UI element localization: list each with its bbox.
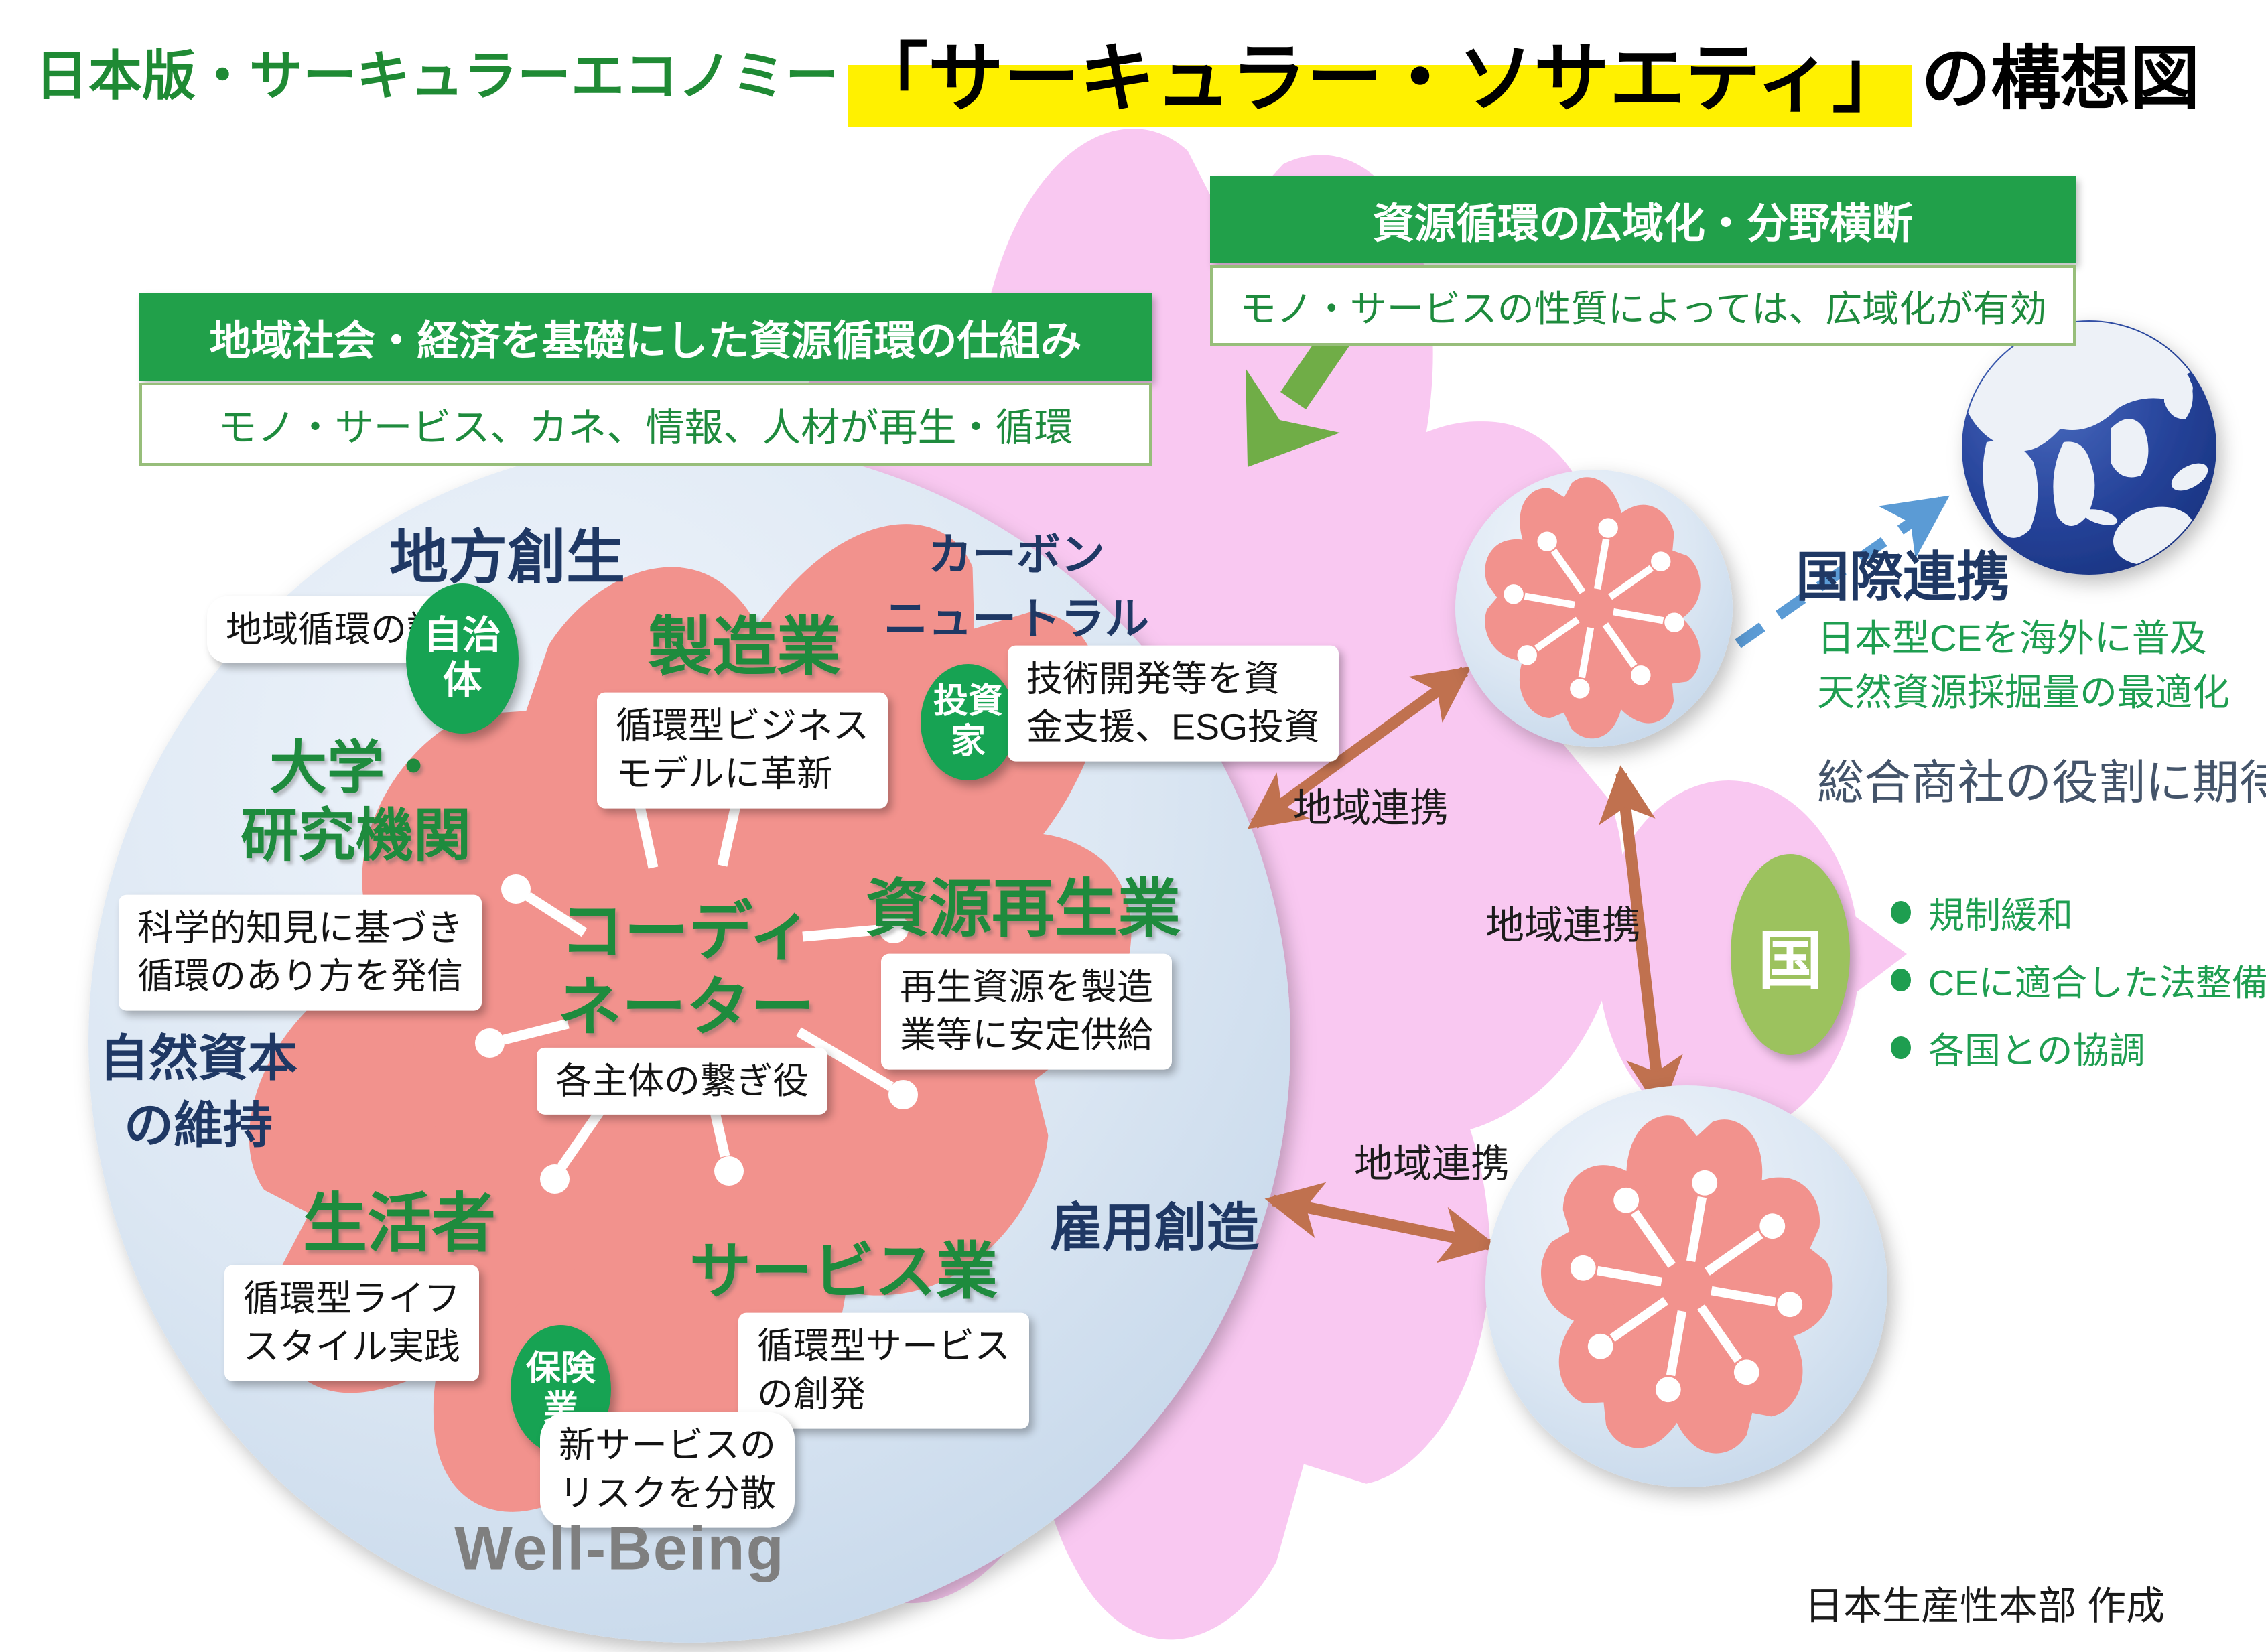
sakura-bottom (1518, 1107, 1855, 1481)
link-arrow-c (1264, 1182, 1498, 1263)
bullet-dot-icon (1891, 900, 1911, 924)
government-circle: 国 (1731, 854, 1850, 1055)
banner-wide-area: 資源循環の広域化・分野横断 モノ・サービスの性質によっては、広域化が有効 (1210, 176, 2076, 346)
note-recycler: 再生資源を製造 業等に安定供給 (881, 953, 1172, 1070)
outcome-well-being: Well-Being (454, 1514, 785, 1583)
note-service: 循環型サービス の創発 (738, 1312, 1029, 1429)
link-label-c: 地域連携 (1353, 1142, 1510, 1186)
page-title: 日本版・サーキュラーエコノミー 「サーキュラー・ソサエティ」 の構想図 (35, 15, 2200, 129)
bullet-dot-icon (1891, 968, 1911, 991)
actor-consumer: 生活者 (303, 1188, 496, 1260)
bullet-dot-icon (1891, 1036, 1911, 1059)
link-arrow-a (1247, 666, 1472, 829)
international-point-2: 天然資源採掘量の最適化 (1817, 671, 2230, 714)
note-university: 科学的知見に基づき 循環のあり方を発信 (119, 894, 482, 1011)
note-consumer: 循環型ライフ スタイル実践 (224, 1265, 479, 1381)
note-manufacturing: 循環型ビジネス モデルに革新 (597, 692, 888, 809)
globe-icon (1962, 320, 2216, 575)
international-expectation: 総合商社の役割に期待 (1817, 756, 2266, 809)
bullet-text: 各国との協調 (1928, 1031, 2145, 1071)
outcome-carbon-neutral: カーボン ニュートラル (884, 529, 1149, 643)
title-highlighted: 「サーキュラー・ソサエティ」 (848, 17, 1912, 127)
link-arrow-b (1599, 765, 1683, 1114)
actor-coordinator: コーディ ネーター (557, 896, 815, 1044)
credit-text: 日本生産性本部 作成 (1804, 1584, 2165, 1628)
banner-regional-cycle: 地域社会・経済を基礎にした資源循環の仕組み モノ・サービス、カネ、情報、人材が再… (139, 293, 1152, 466)
government-label: 国 (1758, 924, 1822, 997)
note-coordinator: 各主体の繋ぎ役 (537, 1047, 827, 1115)
actor-investor: 投資 家 (921, 664, 1016, 780)
international-points: 日本型CEを海外に普及 天然資源採掘量の最適化 (1817, 611, 2230, 719)
title-suffix: の構想図 (1921, 40, 2200, 118)
government-bullets: 規制緩和 CEに適合した法整備 各国との協調 (1891, 886, 2266, 1089)
banner-wide-area-header: 資源循環の広域化・分野横断 (1210, 176, 2076, 263)
international-title: 国際連携 (1796, 547, 2010, 607)
outcome-regional-dev: 地方創生 (389, 524, 626, 591)
main-sakura-flower (20, 341, 1339, 1652)
international-point-1: 日本型CEを海外に普及 (1817, 617, 2207, 659)
banner-regional-header: 地域社会・経済を基礎にした資源循環の仕組み (139, 293, 1152, 381)
bullet-text: 規制緩和 (1928, 896, 2073, 936)
bullet-row: CEに適合した法整備 (1891, 953, 2266, 1006)
outcome-natural-capital: 自然資本 の維持 (99, 1030, 297, 1153)
actor-service: サービス業 (689, 1237, 998, 1306)
bullet-text: CEに適合した法整備 (1928, 963, 2266, 1004)
bullet-row: 規制緩和 (1891, 886, 2266, 939)
outcome-employment: 雇用創造 (1049, 1198, 1260, 1257)
link-label-a: 地域連携 (1292, 786, 1449, 830)
bullet-row: 各国との協調 (1891, 1021, 2266, 1074)
link-label-b: 地域連携 (1485, 904, 1642, 947)
international-dashed-arrow (1735, 495, 1950, 648)
actor-university: 大学・ 研究機関 (241, 736, 471, 868)
actor-manufacturing: 製造業 (648, 611, 841, 683)
actor-municipality: 自治 体 (406, 583, 519, 734)
banner-regional-sub: モノ・サービス、カネ、情報、人材が再生・循環 (139, 383, 1152, 466)
note-insurance: 新サービスの リスクを分散 (540, 1412, 795, 1528)
note-investor: 技術開発等を資 金支援、ESG投資 (1007, 645, 1339, 762)
banner-wide-area-sub: モノ・サービスの性質によっては、広域化が有効 (1210, 265, 2076, 346)
title-prefix: 日本版・サーキュラーエコノミー (35, 46, 839, 106)
actor-recycler: 資源再生業 (865, 873, 1181, 944)
sakura-top (1447, 453, 1744, 775)
regional-link-arrows (1247, 666, 1683, 1263)
